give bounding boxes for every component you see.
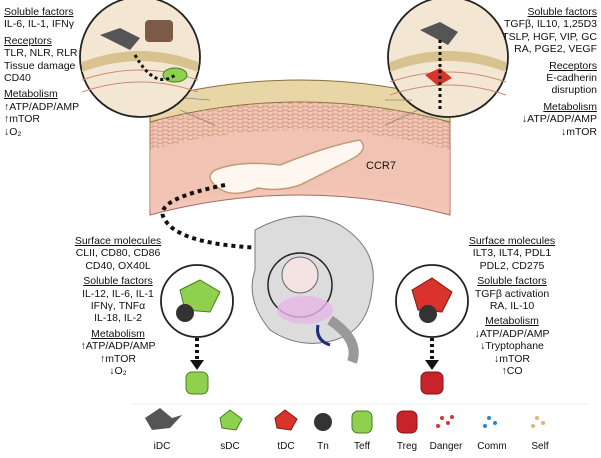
bottom-right-metabolism-line: ↓Tryptophane xyxy=(480,340,544,353)
top-right-soluble-title: Soluble factors xyxy=(527,6,597,18)
top-left-receptors-line: CD40 xyxy=(4,72,31,85)
bottom-left-surface-title: Surface molecules xyxy=(74,235,162,247)
top-left-receptors-line: TLR, NLR, RLR xyxy=(4,47,78,60)
legend-icon-treg xyxy=(396,410,418,434)
legend-label-comm: Comm xyxy=(477,441,507,452)
bottom-right-surface-line: PDL2, CD275 xyxy=(479,259,545,272)
legend-label-self: Self xyxy=(531,441,549,452)
top-left-metabolism-line: ↓O₂ xyxy=(4,125,22,138)
legend-label-teff: Teff xyxy=(354,441,370,452)
top-right-metabolism-line: ↓ATP/ADP/AMP xyxy=(521,113,597,126)
legend-icon-danger xyxy=(436,415,454,428)
bottom-right-surface-line: ILT3, ILT4, PDL1 xyxy=(472,247,552,260)
legend-icon-idc xyxy=(145,408,182,430)
top-right-soluble-line: RA, PGE2, VEGF xyxy=(514,43,597,56)
top-right-soluble-line: TGFβ, IL10, 1,25D3 xyxy=(504,18,597,31)
top-right-receptors-line: E-cadherin xyxy=(546,72,597,85)
bottom-right-metabolism-line: ↑CO xyxy=(501,365,523,378)
bottom-left-annotation: Surface molecules CLII, CD80, CD86 CD40,… xyxy=(58,235,178,377)
legend-icon-tn xyxy=(314,413,332,431)
legend-label-treg: Treg xyxy=(396,441,418,452)
zoom-circle-bottom-left xyxy=(160,264,234,338)
bottom-left-soluble-line: IL-18, IL-2 xyxy=(94,312,142,325)
top-right-receptors-title: Receptors xyxy=(549,59,597,72)
bottom-right-annotation: Surface molecules ILT3, ILT4, PDL1 PDL2,… xyxy=(452,235,572,377)
zoom-circle-top-left xyxy=(79,0,201,118)
bottom-right-soluble-line: TGFβ activation xyxy=(474,287,550,300)
top-left-annotation: Soluble factors IL-6, IL-1, IFNγ Recepto… xyxy=(4,6,79,138)
legend-icon-comm xyxy=(483,416,497,428)
bottom-right-metabolism-line: ↓ATP/ADP/AMP xyxy=(474,327,550,340)
top-left-receptors-line: Tissue damage xyxy=(4,59,76,72)
top-left-metabolism-line: ↑ATP/ADP/AMP xyxy=(4,100,80,113)
top-left-metabolism-title: Metabolism xyxy=(4,88,58,101)
top-left-receptors-title: Receptors xyxy=(4,34,52,47)
legend-icon-sdc xyxy=(219,409,243,431)
bottom-left-soluble-line: IL-12, IL-6, IL-1 xyxy=(82,287,154,300)
bottom-right-soluble-title: Soluble factors xyxy=(477,275,547,288)
legend-icon-tdc xyxy=(274,409,298,431)
ccr7-label: CCR7 xyxy=(366,160,396,172)
top-right-receptors-line: disruption xyxy=(551,84,597,97)
legend-label-sdc: sDC xyxy=(220,441,240,452)
legend-label-danger: Danger xyxy=(429,441,463,452)
legend-label-tdc: tDC xyxy=(277,441,295,452)
bottom-left-metabolism-line: ↓O₂ xyxy=(109,365,127,378)
bottom-right-soluble-line: RA, IL-10 xyxy=(489,300,535,313)
legend-label-idc: iDC xyxy=(153,441,171,452)
zoom-circle-top-right xyxy=(387,0,509,118)
bottom-left-metabolism-line: ↑mTOR xyxy=(100,352,136,365)
lymph-node xyxy=(251,215,374,364)
bottom-left-metabolism-line: ↑ATP/ADP/AMP xyxy=(80,340,156,353)
top-right-soluble-line: TSLP, HGF, VIP, GC xyxy=(502,30,597,43)
top-right-metabolism-title: Metabolism xyxy=(543,100,597,113)
bottom-right-metabolism-title: Metabolism xyxy=(485,315,539,328)
bottom-left-metabolism-title: Metabolism xyxy=(91,327,145,340)
top-right-metabolism-line: ↓mTOR xyxy=(561,125,597,138)
top-right-annotation: Soluble factors TGFβ, IL10, 1,25D3 TSLP,… xyxy=(502,6,597,138)
bottom-right-surface-title: Surface molecules xyxy=(468,235,556,247)
bottom-right-metabolism-line: ↓mTOR xyxy=(494,352,530,365)
top-left-soluble-title: Soluble factors xyxy=(4,6,74,18)
bottom-left-surface-line: CLII, CD80, CD86 xyxy=(75,247,161,260)
bottom-left-soluble-title: Soluble factors xyxy=(83,275,153,288)
top-left-soluble-line: IL-6, IL-1, IFNγ xyxy=(4,18,75,31)
legend-icon-teff xyxy=(351,410,373,434)
top-left-metabolism-line: ↑mTOR xyxy=(4,113,40,126)
lymphatic-vessel xyxy=(209,139,365,194)
bottom-left-soluble-line: IFNγ, TNFα xyxy=(90,300,146,313)
bottom-left-surface-line: CD40, OX40L xyxy=(85,259,151,272)
legend-icon-self xyxy=(531,416,545,428)
zoom-circle-bottom-right xyxy=(395,264,469,338)
legend-label-tn: Tn xyxy=(317,441,329,452)
